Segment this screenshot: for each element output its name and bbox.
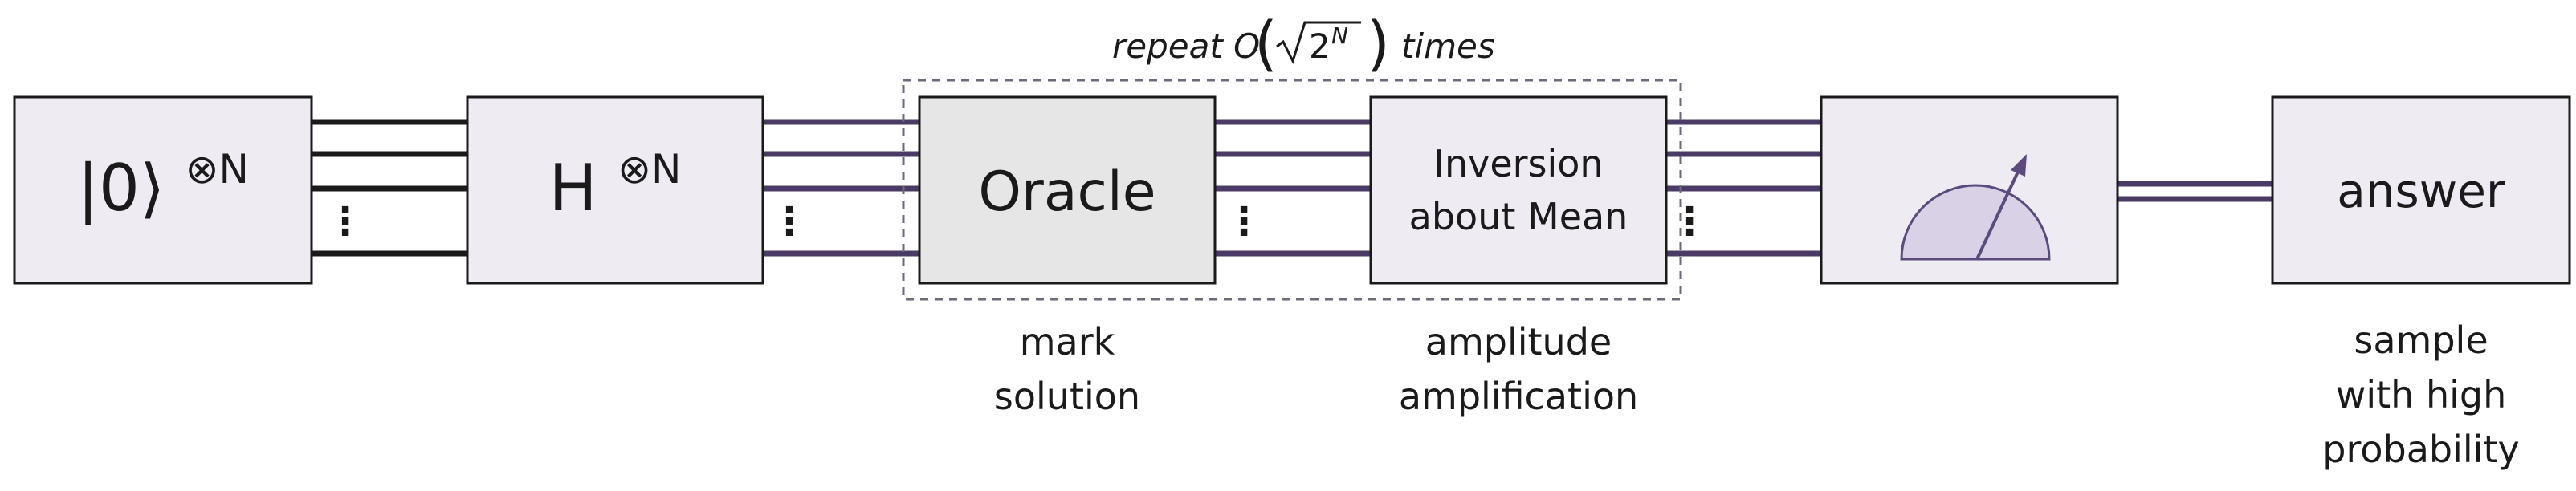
oracle-label: Oracle xyxy=(978,160,1156,224)
ellipsis-hadamard-to-oracle: ⋮ xyxy=(770,199,809,244)
repeat-prefix: repeat O xyxy=(1112,26,1260,66)
ellipsis-init-to-hadamard: ⋮ xyxy=(326,199,365,244)
hadamard-superscript: ⊗N xyxy=(618,146,681,193)
inversion-label-line2: about Mean xyxy=(1409,195,1628,238)
caption-oracle-line1: mark xyxy=(1020,320,1115,363)
repeat-suffix: times xyxy=(1401,26,1495,66)
oracle-box: Oracle xyxy=(918,95,1217,285)
svg-text:|0⟩ ⊗N: |0⟩ ⊗N xyxy=(77,146,249,226)
sqrt-exponent: N xyxy=(1331,22,1348,49)
measure-box xyxy=(1820,95,2119,285)
wires-init-to-hadamard xyxy=(312,119,467,257)
hadamard-label: H xyxy=(549,151,597,225)
caption-oracle-line2: solution xyxy=(994,375,1140,418)
answer-box: answer xyxy=(2271,95,2571,285)
sqrt-icon xyxy=(1276,21,1361,64)
sqrt-radicand: 2 xyxy=(1309,26,1331,66)
caption-answer-line1: sample xyxy=(2354,319,2488,362)
repeat-label: repeat O ( ) 2 N times xyxy=(1112,10,1495,79)
init-state-superscript: ⊗N xyxy=(185,146,249,193)
init-state-box: |0⟩ ⊗N xyxy=(13,95,313,285)
ellipsis-oracle-to-inversion: ⋮ xyxy=(1225,199,1263,244)
wires-inversion-to-measure xyxy=(1666,119,1821,257)
answer-label: answer xyxy=(2337,164,2505,218)
caption-answer-line3: probability xyxy=(2322,428,2519,471)
open-paren: ( xyxy=(1254,10,1278,79)
close-paren: ) xyxy=(1367,10,1390,79)
classical-wires-measure-to-answer xyxy=(2117,181,2272,202)
caption-inversion-line2: amplification xyxy=(1399,375,1638,418)
meter-icon xyxy=(1900,154,2051,261)
ellipsis-inversion-to-measure: ⋮ xyxy=(1670,199,1709,244)
inversion-label-line1: Inversion xyxy=(1433,142,1603,185)
wires-oracle-to-inversion xyxy=(1215,119,1371,257)
svg-text:H ⊗N: H ⊗N xyxy=(549,146,682,225)
caption-answer-line2: with high xyxy=(2336,373,2507,416)
inversion-box: Inversion about Mean xyxy=(1369,95,1668,285)
caption-inversion-line1: amplitude xyxy=(1425,320,1612,363)
repeat-region xyxy=(902,79,1682,301)
wires-hadamard-to-oracle xyxy=(763,119,919,257)
init-state-label: |0⟩ xyxy=(77,151,165,226)
hadamard-box: H ⊗N xyxy=(466,95,764,285)
